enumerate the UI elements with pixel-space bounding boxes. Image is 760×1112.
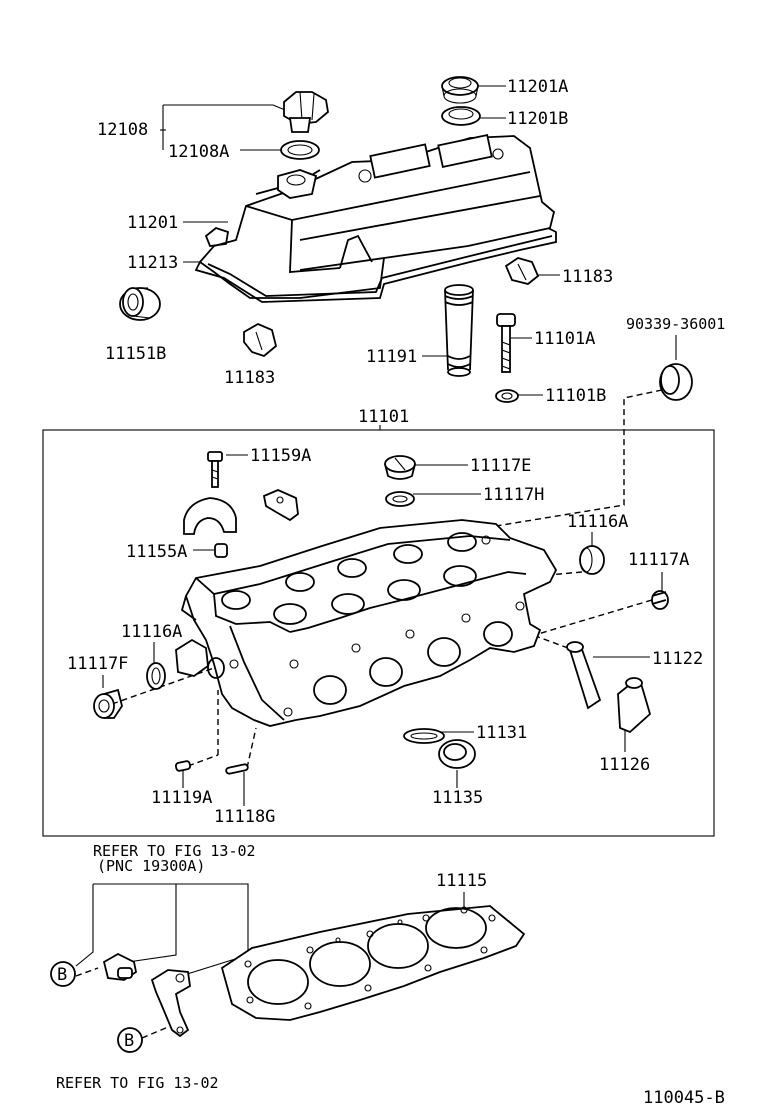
cylinder-head-subassembly-frame — [42, 429, 715, 837]
valve-cover-gasket — [194, 227, 557, 303]
oil-filler-cap — [283, 91, 329, 133]
head-gasket — [220, 905, 526, 1021]
grommet-11201B — [441, 106, 481, 126]
label-11116A-left: 11116A — [121, 622, 182, 642]
label-11201: 11201 — [127, 213, 178, 233]
seal-11116A-left — [146, 662, 166, 690]
cylinder-head — [175, 519, 558, 727]
plug-11116A-right — [579, 545, 605, 575]
o-ring-11117H — [385, 491, 415, 507]
bearing-cap-left — [183, 497, 237, 535]
washer-11101B — [495, 389, 519, 403]
label-11191: 11191 — [366, 347, 417, 367]
figure-id: 110045-B — [643, 1088, 725, 1108]
label-12108A: 12108A — [168, 142, 229, 162]
label-11117E: 11117E — [470, 456, 531, 476]
plug-11117F — [93, 688, 123, 719]
refer-note-top-line2: (PNC 19300A) — [97, 857, 205, 875]
valve-guide-11126 — [617, 677, 652, 734]
sensor-part — [102, 952, 138, 981]
grommet-11201A — [441, 76, 479, 104]
label-11117A: 11117A — [628, 550, 689, 570]
label-11159A: 11159A — [250, 446, 311, 466]
seal-11135 — [438, 739, 476, 769]
cam-cap-11183-right — [504, 257, 540, 285]
label-11155A: 11155A — [126, 542, 187, 562]
callout-b-upper-text: B — [57, 965, 67, 985]
label-11101B: 11101B — [545, 386, 606, 406]
label-11183-left: 11183 — [224, 368, 275, 388]
oil-filler-gasket — [280, 140, 320, 160]
label-11131: 11131 — [476, 723, 527, 743]
valve-cover — [198, 133, 556, 299]
callout-b-lower: B — [117, 1027, 143, 1053]
callout-b-upper: B — [50, 961, 76, 987]
bracket-part — [150, 969, 191, 1038]
plug-11117E — [384, 455, 416, 480]
pin-11119A — [174, 760, 192, 772]
dowel-11155A — [214, 543, 228, 558]
callout-b-lower-text: B — [124, 1031, 134, 1051]
label-90339-36001: 90339-36001 — [626, 315, 725, 333]
bearing-cap-right — [262, 489, 299, 522]
oil-seal-11151B — [119, 287, 161, 321]
label-11126: 11126 — [599, 755, 650, 775]
label-11117H: 11117H — [483, 485, 544, 505]
gasket-11131 — [403, 728, 445, 744]
label-11183-top: 11183 — [562, 267, 613, 287]
label-11101A: 11101A — [534, 329, 595, 349]
valve-guide-11122 — [566, 641, 602, 710]
seal-90339-36001 — [659, 363, 693, 401]
pin-11118G — [225, 763, 249, 775]
label-11135: 11135 — [432, 788, 483, 808]
refer-note-bottom: REFER TO FIG 13-02 — [56, 1074, 219, 1092]
label-11101: 11101 — [358, 407, 409, 427]
label-11201B: 11201B — [507, 109, 568, 129]
label-11151B: 11151B — [105, 344, 166, 364]
label-12108: 12108 — [97, 120, 148, 140]
label-11119A: 11119A — [151, 788, 212, 808]
label-11213: 11213 — [127, 253, 178, 273]
cam-cap-11183-left — [243, 322, 278, 358]
refer-bracket-lines — [75, 883, 249, 976]
bolt-11159A — [207, 451, 223, 488]
label-11118G: 11118G — [214, 807, 275, 827]
plug-11117A — [651, 590, 669, 610]
label-11115: 11115 — [436, 871, 487, 891]
label-11201A: 11201A — [507, 77, 568, 97]
bolt-11101A — [496, 313, 516, 373]
label-11117F: 11117F — [67, 654, 128, 674]
label-11116A-right: 11116A — [567, 512, 628, 532]
spark-plug-tube — [444, 284, 474, 377]
label-11122: 11122 — [652, 649, 703, 669]
refer-note-top-line1: REFER TO FIG 13-02 — [93, 842, 256, 860]
